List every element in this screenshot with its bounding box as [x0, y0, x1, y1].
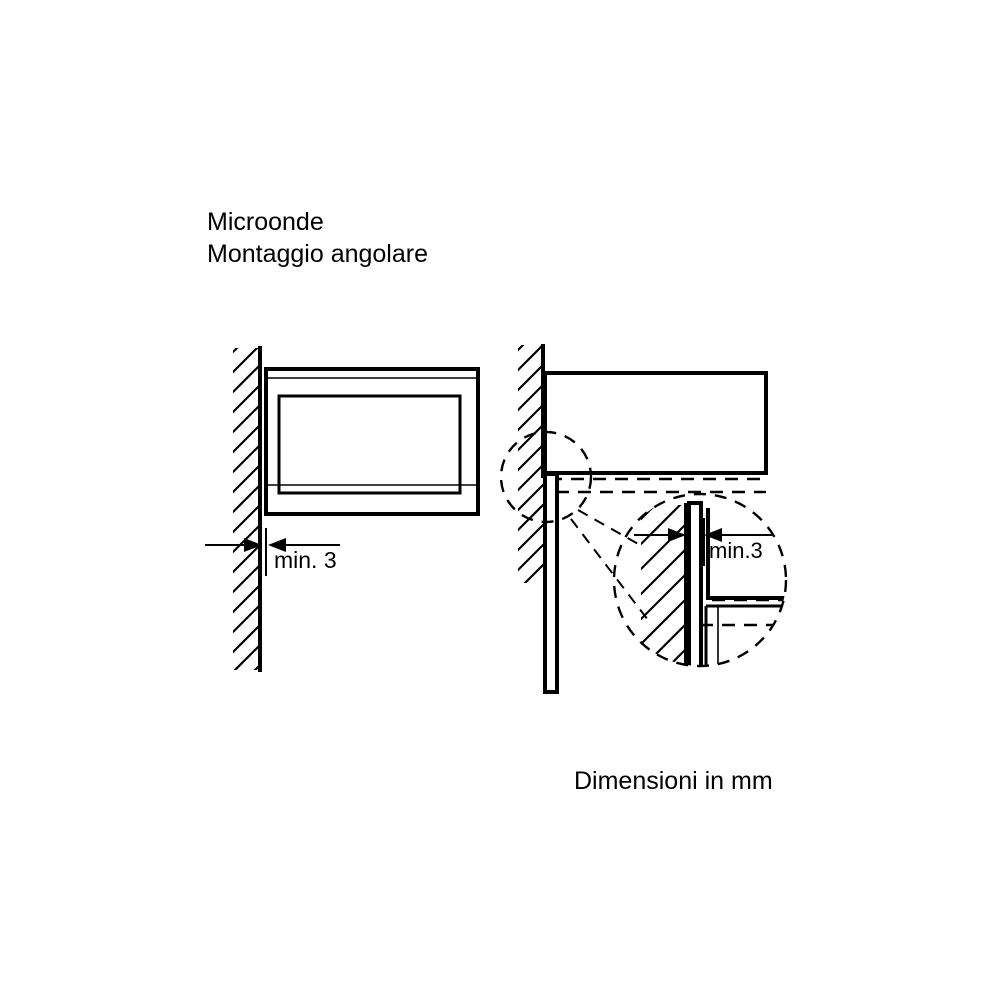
- arrowhead-left-pointing: [268, 538, 286, 552]
- arrowhead-right-pointing-detail: [668, 528, 686, 542]
- dimension-min3-detail: [634, 518, 772, 566]
- page-title-line-2: Montaggio angolare: [207, 240, 428, 268]
- dimension-min3-front: [205, 528, 340, 576]
- wall-hatch-left: [233, 348, 261, 670]
- lower-bracket-detail: [704, 604, 786, 666]
- appliance-body-plan: [543, 371, 768, 475]
- detail-magnifier-circle: [612, 492, 788, 668]
- microwave-inner-panel: [277, 394, 462, 495]
- dimension-label-detail: min.3: [709, 538, 763, 563]
- door-panel-plan: [543, 472, 559, 694]
- front-view-diagram: min. 3: [205, 346, 480, 672]
- units-caption: Dimensioni in mm: [574, 767, 773, 795]
- arrowhead-left-pointing-detail: [704, 528, 722, 542]
- top-view-diagram: min.3: [499, 344, 788, 694]
- dimension-label-front: min. 3: [274, 547, 337, 573]
- appliance-corner-detail: [706, 508, 786, 600]
- detail-leader-line-upper: [577, 509, 641, 546]
- arrowhead-right-pointing: [244, 538, 262, 552]
- door-panel-detail: [687, 501, 703, 666]
- detail-origin-circle: [499, 430, 593, 524]
- page-title-line-1: Microonde: [207, 208, 324, 236]
- detail-leader-line-lower: [570, 518, 649, 621]
- detail-callout: min.3: [612, 492, 788, 668]
- microwave-outer-frame: [264, 367, 480, 516]
